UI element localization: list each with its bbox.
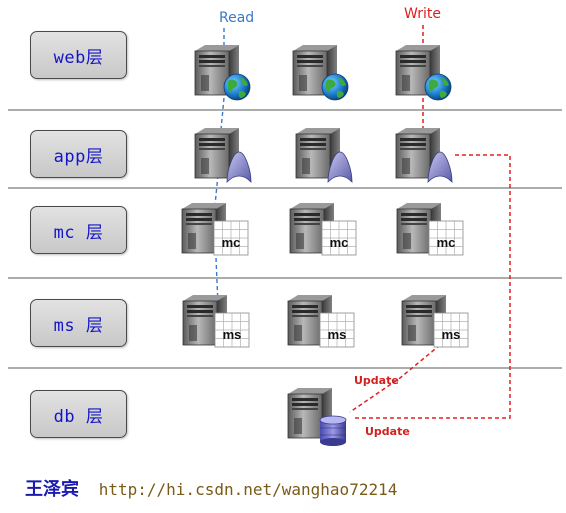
ms-server-3: ms xyxy=(401,294,469,348)
database-icon xyxy=(319,415,347,446)
update-path-line xyxy=(349,344,441,413)
write-label: Write xyxy=(404,6,441,22)
footer: 王泽宾 http://hi.csdn.net/wanghao72214 xyxy=(25,475,397,501)
footer-url-link[interactable]: http://hi.csdn.net/wanghao72214 xyxy=(98,480,398,499)
read-path-line xyxy=(213,28,225,306)
write-path-line xyxy=(355,25,511,419)
app-server-1 xyxy=(194,127,252,183)
layer-label-app: app层 xyxy=(30,130,127,178)
ms-badge-2: ms xyxy=(328,327,347,342)
globe-icon xyxy=(424,73,452,101)
read-label: Read xyxy=(219,10,255,26)
ms-badge-1: ms xyxy=(223,327,242,342)
app-server-2 xyxy=(295,127,353,183)
mc-server-3: mc xyxy=(396,202,464,256)
update-label-2: Update xyxy=(365,425,410,438)
layer-label-app-text: app层 xyxy=(53,146,104,167)
globe-icon xyxy=(321,73,349,101)
layer-label-mc: mc 层 xyxy=(30,206,127,254)
app-server-3 xyxy=(395,127,453,183)
ms-server-2: ms xyxy=(287,294,355,348)
mc-badge-1: mc xyxy=(222,235,241,250)
layer-label-ms: ms 层 xyxy=(30,299,127,347)
layer-label-ms-text: ms 层 xyxy=(53,315,104,336)
update-label-1: Update xyxy=(354,374,399,387)
mc-server-1: mc xyxy=(181,202,249,256)
web-server-3 xyxy=(395,44,452,101)
web-server-2 xyxy=(292,44,349,101)
mc-server-2: mc xyxy=(289,202,357,256)
footer-author: 王泽宾 xyxy=(25,479,79,500)
ms-badge-3: ms xyxy=(442,327,461,342)
ms-server-1: ms xyxy=(182,294,250,348)
layer-label-mc-text: mc 层 xyxy=(53,222,104,243)
layer-label-web: web层 xyxy=(30,31,127,79)
web-server-1 xyxy=(194,44,251,101)
layer-label-web-text: web层 xyxy=(53,47,104,68)
layer-label-db: db 层 xyxy=(30,390,127,438)
globe-icon xyxy=(223,73,251,101)
db-server xyxy=(287,387,347,446)
layer-label-db-text: db 层 xyxy=(53,406,104,427)
mc-badge-2: mc xyxy=(330,235,349,250)
mc-badge-3: mc xyxy=(437,235,456,250)
